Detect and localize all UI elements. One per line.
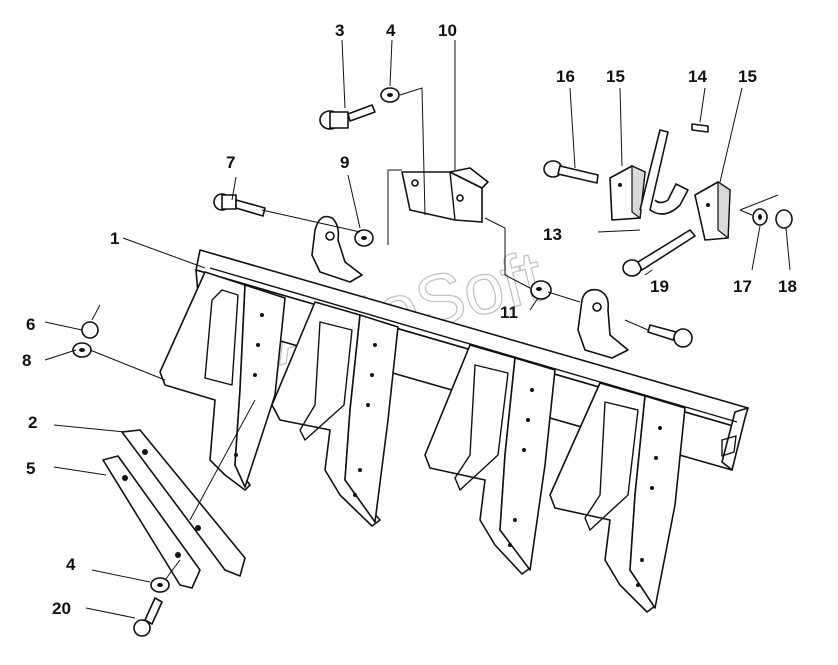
leader-lines [44, 39, 791, 619]
callout-1: 1 [110, 229, 119, 248]
nut-11 [530, 280, 552, 300]
plate-5 [102, 455, 201, 589]
washer-9 [354, 229, 374, 247]
callout-4-bottom: 4 [66, 555, 76, 574]
washer-4-top [380, 87, 400, 103]
plate-2 [121, 429, 246, 577]
callout-labels: 1 2 3 4 4 5 6 7 8 9 10 11 13 14 15 15 16… [22, 21, 797, 618]
callout-13: 13 [543, 225, 562, 244]
clamp-block-15-left [609, 165, 646, 221]
callout-15-left: 15 [606, 67, 625, 86]
hitch-block [401, 167, 489, 223]
callout-11: 11 [500, 303, 518, 322]
shank-2 [271, 301, 399, 527]
callout-9: 9 [340, 153, 349, 172]
shank-4 [549, 382, 686, 613]
callout-20: 20 [52, 599, 71, 618]
nut-18 [775, 209, 793, 229]
bolt-20 [133, 597, 163, 637]
assembly-lines [89, 87, 779, 581]
bolt-bracket-right [647, 324, 693, 348]
pin-14 [691, 123, 709, 133]
bolt-16 [543, 160, 599, 184]
shank-3 [424, 344, 556, 575]
bracket-left [311, 215, 363, 283]
callout-6: 6 [26, 315, 35, 334]
callout-5: 5 [26, 459, 35, 478]
callout-8: 8 [22, 351, 31, 370]
callout-14: 14 [688, 67, 707, 86]
bracket-right [577, 288, 629, 359]
clamp-block-15-right [694, 180, 731, 241]
bolt-19 [622, 229, 696, 277]
callout-2: 2 [28, 413, 37, 432]
hook-13 [639, 129, 689, 215]
washer-17 [752, 208, 768, 226]
shank-1 [159, 271, 286, 491]
callout-10: 10 [438, 21, 457, 40]
bolt-3 [319, 104, 376, 130]
callout-17: 17 [733, 277, 752, 296]
callout-16: 16 [556, 67, 575, 86]
callout-3: 3 [335, 21, 344, 40]
washer-4-bottom [150, 577, 170, 593]
callout-18: 18 [778, 277, 797, 296]
washer-6 [81, 321, 99, 339]
callout-4-top: 4 [386, 21, 396, 40]
callout-7: 7 [226, 153, 235, 172]
callout-15-right: 15 [738, 67, 757, 86]
bolt-7 [213, 193, 266, 217]
callout-19: 19 [650, 277, 669, 296]
